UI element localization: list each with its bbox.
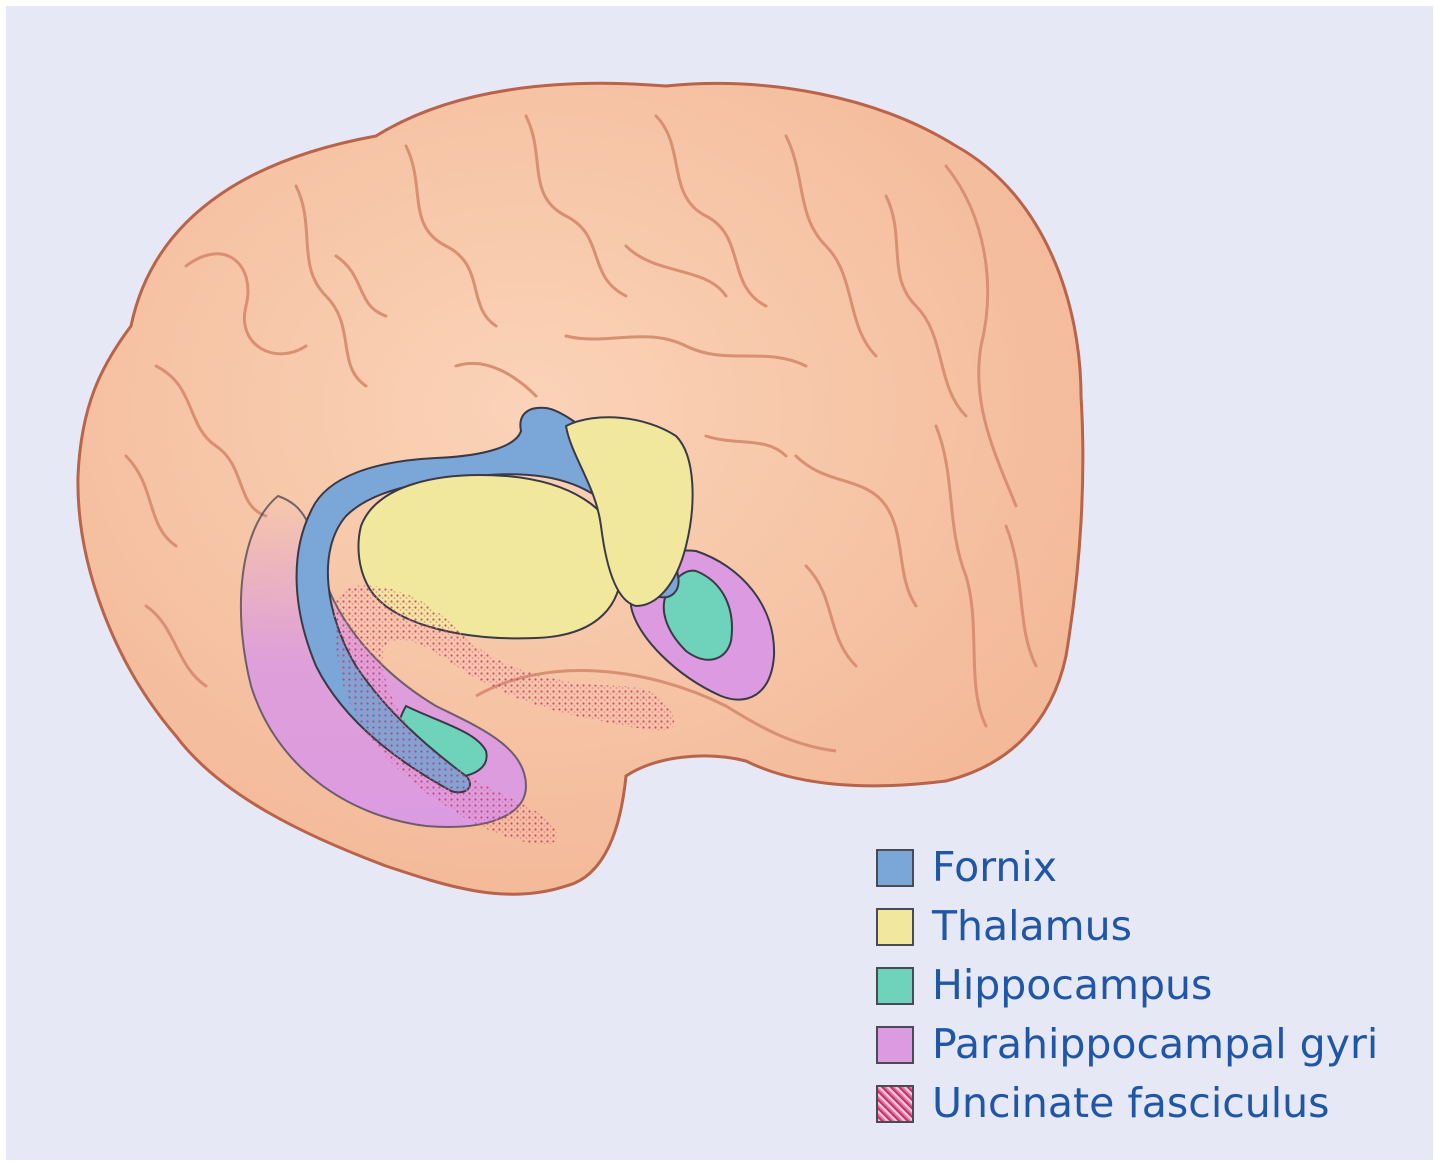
legend-item-hippocampus: Hippocampus bbox=[876, 956, 1378, 1015]
diagram-canvas: Fornix Thalamus Hippocampus Parahippocam… bbox=[6, 6, 1433, 1160]
parahippocampal-swatch-icon bbox=[876, 1026, 914, 1064]
legend-label: Uncinate fasciculus bbox=[932, 1083, 1330, 1124]
uncinate-swatch-icon bbox=[876, 1085, 914, 1123]
fornix-swatch-icon bbox=[876, 849, 914, 887]
legend-item-fornix: Fornix bbox=[876, 838, 1378, 897]
legend-item-parahippocampal-gyri: Parahippocampal gyri bbox=[876, 1015, 1378, 1074]
thalamus-swatch-icon bbox=[876, 908, 914, 946]
hippocampus-swatch-icon bbox=[876, 967, 914, 1005]
legend-item-uncinate-fasciculus: Uncinate fasciculus bbox=[876, 1074, 1378, 1133]
legend-label: Fornix bbox=[932, 847, 1057, 888]
legend-label: Parahippocampal gyri bbox=[932, 1024, 1378, 1065]
legend-label: Thalamus bbox=[932, 906, 1132, 947]
legend: Fornix Thalamus Hippocampus Parahippocam… bbox=[876, 838, 1378, 1133]
cerebrum bbox=[78, 83, 1083, 894]
legend-item-thalamus: Thalamus bbox=[876, 897, 1378, 956]
legend-label: Hippocampus bbox=[932, 965, 1212, 1006]
